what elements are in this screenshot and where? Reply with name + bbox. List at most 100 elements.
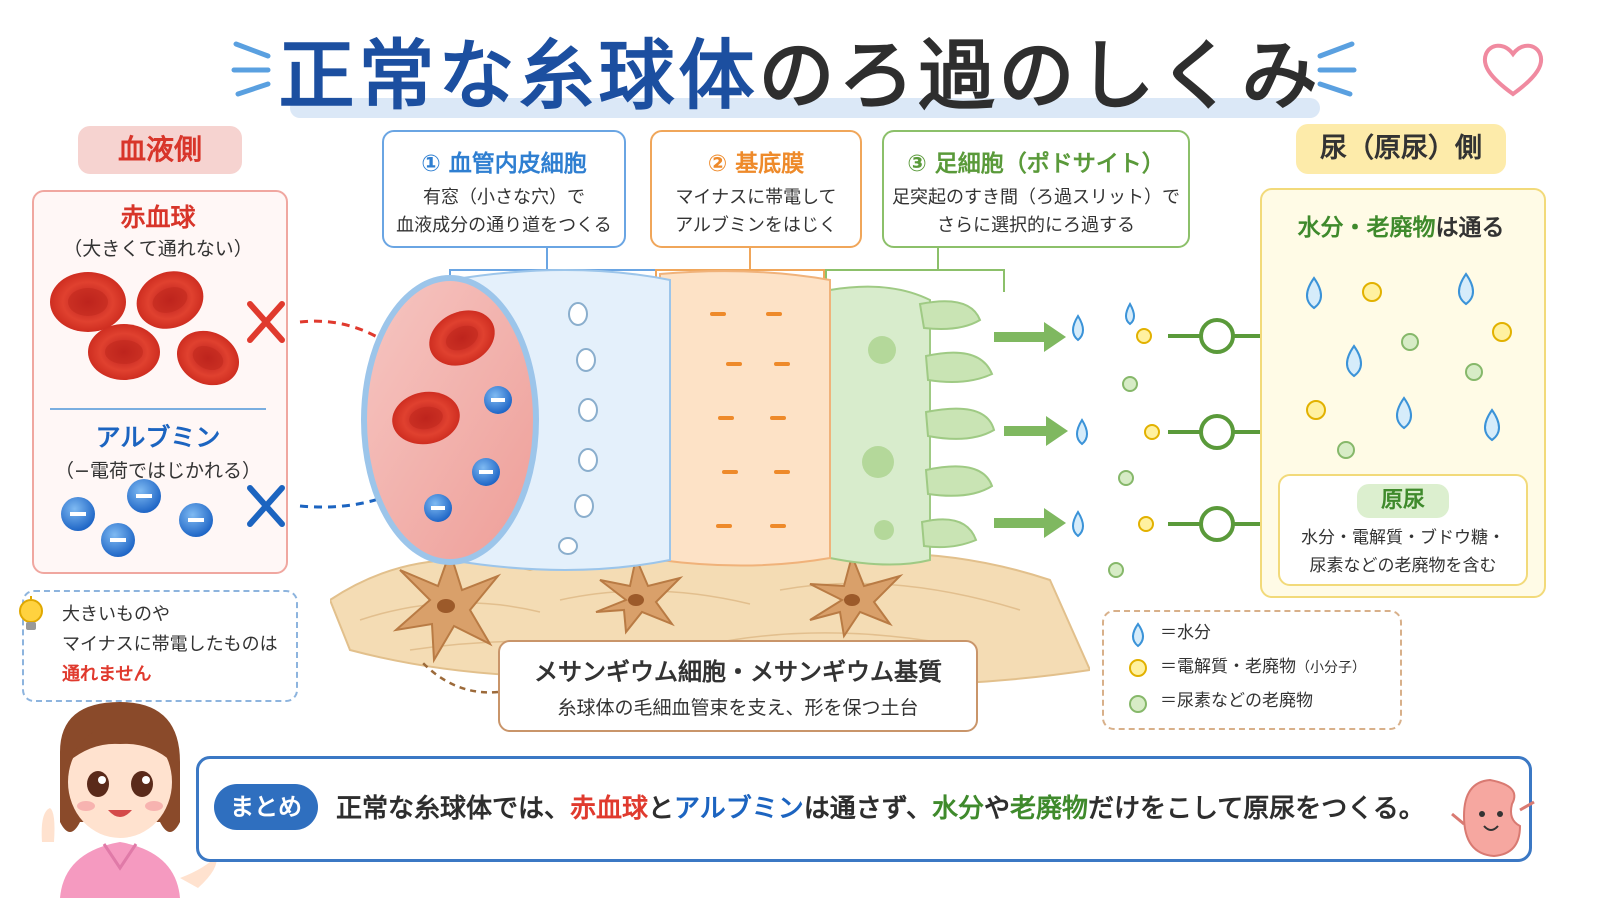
lumen-albumin	[424, 386, 512, 522]
podocyte-foot-processes	[918, 300, 996, 549]
rbc-cell	[88, 324, 160, 380]
summary-text-part: と	[648, 794, 675, 824]
glomerulus-illustration	[330, 246, 1090, 686]
summary-text-part: 正常な糸球体では、	[336, 794, 571, 824]
lightbulb-icon	[19, 596, 43, 630]
summary-text: 正常な糸球体では、赤血球とアルブミンは通さず、水分や老廃物だけをこして原尿をつく…	[336, 788, 1425, 825]
endothelial-fenestrations	[558, 302, 598, 555]
summary-highlight-rbc: 赤血球	[570, 794, 649, 824]
urine-pass-text: 水分・老廃物は通る	[1260, 208, 1542, 242]
mesangium-callout: メサンギウム細胞・メサンギウム基質 糸球体の毛細血管束を支え、形を保つ土台	[498, 640, 978, 732]
layer-desc-line: さらに選択的にろ過する	[937, 215, 1135, 236]
electrolyte-particles	[1136, 328, 1160, 532]
mesangium-pointer	[419, 659, 499, 694]
rbc-cell	[50, 272, 126, 332]
water-drop-icon	[1306, 272, 1500, 442]
albumin-illustration	[61, 479, 213, 557]
heart-icon	[1482, 43, 1544, 97]
arrow-right-icon	[1168, 318, 1280, 542]
rbc-title: 赤血球	[120, 203, 196, 232]
layer-callout-basement-membrane: ② 基底膜 マイナスに帯電して アルブミンをはじく	[650, 130, 862, 248]
electrolyte-icon	[1129, 659, 1147, 677]
mesangial-cell	[392, 548, 502, 664]
arrow-right-icon	[994, 322, 1068, 538]
mesangium-title: メサンギウム細胞・メサンギウム基質	[534, 658, 942, 686]
electrolyte-particles	[1306, 282, 1512, 420]
water-drop-icon	[1132, 622, 1144, 648]
summary-text-part: だけをこして原尿をつくる。	[1088, 794, 1425, 824]
albumin-molecule	[61, 497, 95, 531]
rbc-blocked-indicator	[247, 301, 401, 354]
summary-badge: まとめ	[214, 784, 318, 830]
mesangial-cell	[809, 552, 904, 639]
layer-desc-line: アルブミンをはじく	[675, 215, 837, 236]
character-face	[68, 726, 172, 838]
summary-text-part: は通さず、	[803, 794, 932, 824]
kidney-mascot	[1451, 778, 1535, 858]
podocyte-cell-bodies	[862, 336, 896, 540]
title-part-1: 正常な糸球体	[278, 31, 759, 120]
blood-side-divider	[50, 408, 266, 410]
blood-side-label: 血液側	[78, 126, 242, 174]
albumin-molecule	[101, 523, 135, 557]
title-underline	[290, 98, 1320, 118]
negative-charges	[710, 312, 790, 528]
legend-item-water: ＝水分	[1160, 623, 1211, 643]
cross-mark-icon	[247, 301, 285, 343]
urine-pass-prefix: 水分・老廃物	[1297, 215, 1436, 241]
rbc-desc: （大きくて通れない）	[63, 238, 253, 260]
nurse-character	[41, 702, 217, 898]
rbc-illustration	[50, 271, 240, 386]
rbc-cell	[176, 330, 240, 386]
albumin-molecule	[179, 503, 213, 537]
layer-desc-line: マイナスに帯電して	[675, 187, 837, 208]
title-part-2: のろ過のしくみ	[758, 31, 1322, 120]
primary-urine-line-1: 水分・電解質・ブドウ糖・	[1301, 528, 1505, 548]
legend-note: （小分子）	[1296, 660, 1366, 676]
urea-particles	[1108, 376, 1138, 578]
tip-line-2: マイナスに帯電したものは	[62, 634, 278, 655]
sparkle-left-icon	[231, 41, 271, 97]
layer-callout-endothelium: ① 血管内皮細胞 有窓（小さな穴）で 血液成分の通り道をつくる	[382, 130, 626, 248]
sparkle-right-icon	[1317, 41, 1357, 97]
primary-urine-label: 原尿	[1357, 484, 1449, 518]
layer-callout-podocyte: ③ 足細胞（ポドサイト） 足突起のすき間（ろ過スリット）で さらに選択的にろ過す…	[882, 130, 1190, 248]
lumen-rbc	[392, 310, 495, 445]
legend-item-electrolyte: ＝電解質・老廃物（小分子）	[1160, 650, 1366, 684]
layer-title: ③ 足細胞（ポドサイト）	[907, 151, 1165, 177]
tip-text: 大きいものや マイナスに帯電したものは 通れません	[62, 600, 278, 690]
legend-label: ＝電解質・老廃物	[1160, 657, 1296, 677]
tip-line-3: 通れません	[62, 664, 152, 685]
urea-icon	[1129, 695, 1147, 713]
summary-highlight-waste: 老廃物	[1010, 794, 1089, 824]
legend-item-urea: ＝尿素などの老廃物	[1160, 691, 1313, 711]
mesangial-cell	[595, 554, 684, 635]
legend-box	[1102, 610, 1402, 730]
summary-text-part: や	[984, 794, 1011, 824]
albumin-molecule	[127, 479, 161, 513]
legend-icons	[1129, 622, 1147, 713]
urine-side-label: 尿（原尿）側	[1296, 124, 1506, 174]
layer-title: ② 基底膜	[707, 151, 805, 177]
mesangium-desc: 糸球体の毛細血管束を支え、形を保つ土台	[557, 697, 919, 719]
cross-mark-icon	[247, 485, 285, 527]
tip-box	[22, 590, 298, 702]
summary-highlight-albumin: アルブミン	[674, 794, 804, 824]
primary-urine-line-2: 尿素などの老廃物を含む	[1309, 556, 1497, 576]
albumin-desc: （−電荷ではじかれる）	[55, 460, 261, 482]
layer-desc-line: 血液成分の通り道をつくる	[396, 215, 612, 236]
urea-particles	[1337, 333, 1483, 459]
rbc-cell	[136, 271, 204, 329]
summary-bar	[196, 756, 1532, 862]
filtrate-stream	[1072, 301, 1296, 578]
layer-title: ① 血管内皮細胞	[421, 151, 587, 177]
water-drop-icon	[1072, 301, 1135, 538]
urine-particles	[1306, 272, 1512, 459]
tip-line-1: 大きいものや	[62, 604, 170, 625]
primary-urine-box: 原尿 水分・電解質・ブドウ糖・ 尿素などの老廃物を含む	[1278, 474, 1528, 586]
legend-labels: ＝水分 ＝電解質・老廃物（小分子） ＝尿素などの老廃物	[1160, 616, 1366, 718]
layer-desc-line: 足突起のすき間（ろ過スリット）で	[892, 187, 1180, 208]
blood-side-panel	[32, 190, 288, 574]
albumin-title: アルブミン	[95, 423, 221, 452]
layer-desc-line: 有窓（小さな穴）で	[423, 187, 585, 208]
